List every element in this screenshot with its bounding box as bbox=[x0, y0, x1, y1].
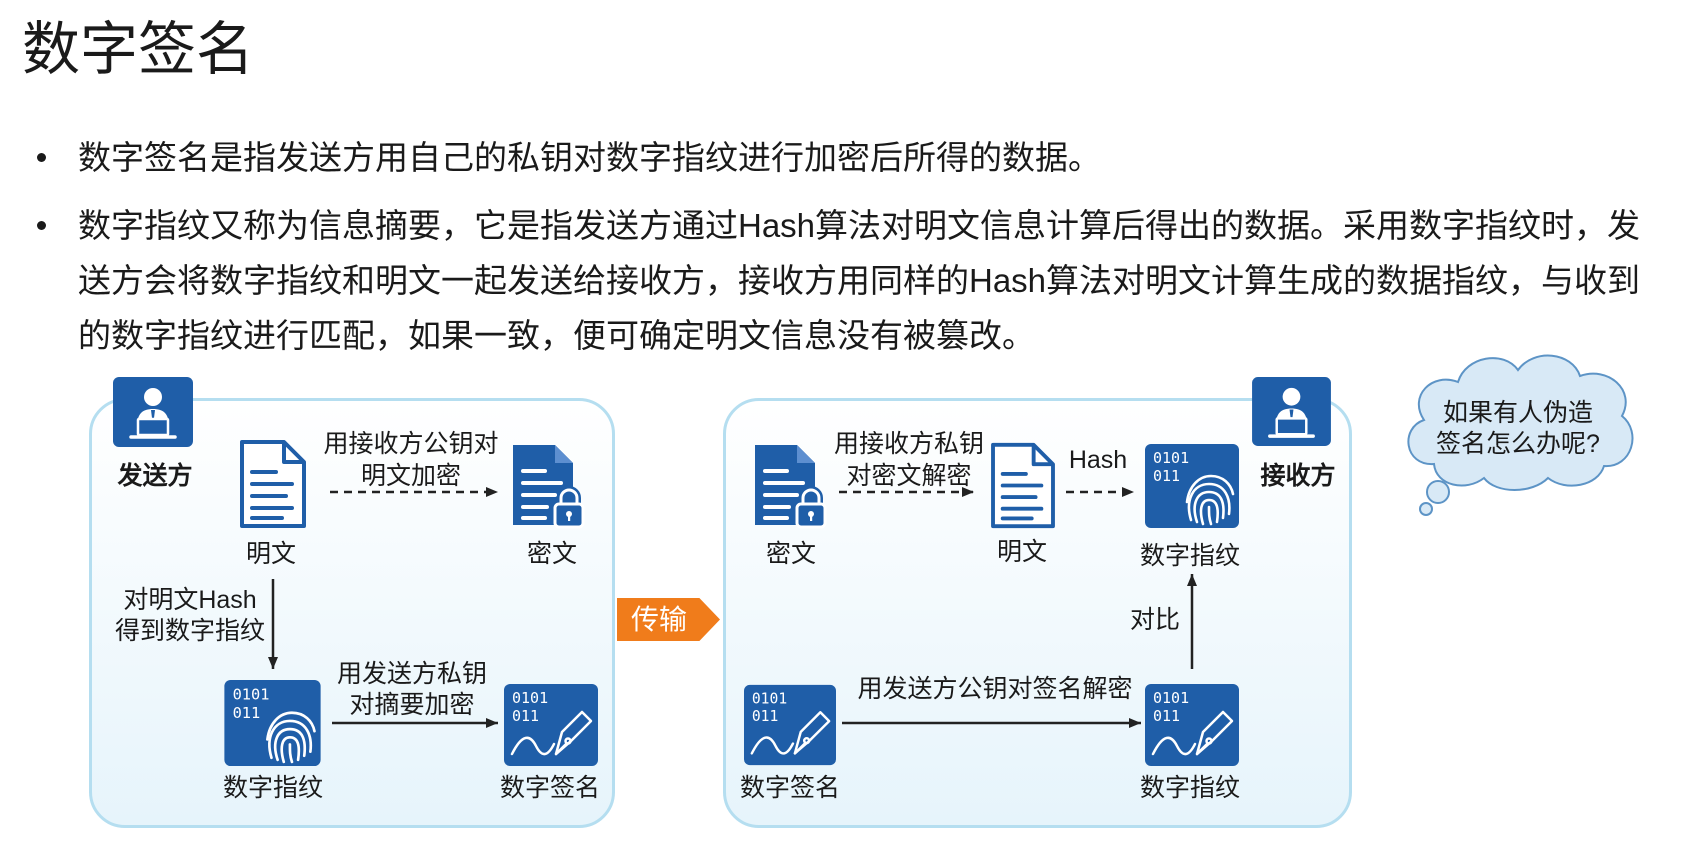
bits-line-2: 011 bbox=[233, 704, 261, 722]
receiver-fingerprint-top-label: 数字指纹 bbox=[1139, 542, 1240, 570]
bullet-marker bbox=[37, 153, 46, 162]
receiver-fingerprint-icon: 0101 011 bbox=[1145, 444, 1239, 528]
transfer-label: 传输 bbox=[630, 604, 687, 635]
cloud-text-line-2: 签名怎么办呢? bbox=[1436, 430, 1600, 458]
hash-note-line-2: 得到数字指纹 bbox=[114, 617, 265, 645]
bits-line-1: 0101 bbox=[752, 690, 787, 707]
decrypted-fingerprint-signature-icon: 0101 011 bbox=[1145, 684, 1239, 766]
receiver-signature-label: 数字签名 bbox=[739, 774, 840, 802]
sender-role-label: 发送方 bbox=[117, 462, 193, 490]
page-title: 数字签名 bbox=[22, 17, 255, 82]
bits-line-1: 0101 bbox=[233, 685, 270, 703]
compare-label: 对比 bbox=[1129, 606, 1180, 634]
bits-line-2: 011 bbox=[1153, 707, 1180, 725]
bullet-1-line-1: 数字签名是指发送方用自己的私钥对数字指纹进行加密后所得的数据。 bbox=[78, 139, 1101, 176]
decrypt-note-line-2: 对密文解密 bbox=[846, 462, 972, 490]
sender-plaintext-label: 明文 bbox=[245, 540, 296, 568]
receiver-plaintext-label: 明文 bbox=[996, 538, 1047, 566]
sign-note-line-1: 用发送方私钥 bbox=[336, 660, 487, 688]
receiver-role-label: 接收方 bbox=[1260, 462, 1336, 490]
hash-label: Hash bbox=[1068, 446, 1128, 474]
cloud-text-line-1: 如果有人伪造 bbox=[1442, 399, 1593, 427]
thought-cloud bbox=[1396, 346, 1640, 518]
bits-line-2: 011 bbox=[512, 707, 539, 725]
sender-user-icon bbox=[113, 377, 193, 447]
transfer-arrow: 传输 bbox=[617, 598, 720, 641]
ciphertext-locked-document-icon bbox=[509, 441, 590, 530]
encrypt-note-line-2: 明文加密 bbox=[360, 462, 461, 490]
receiver-ciphertext-label: 密文 bbox=[765, 540, 816, 568]
bits-line-1: 0101 bbox=[512, 689, 548, 707]
sender-fingerprint-icon: 0101 011 bbox=[224, 680, 321, 766]
bits-line-2: 011 bbox=[1153, 467, 1180, 485]
plaintext-document-icon bbox=[988, 441, 1058, 530]
verify-note: 用发送方公钥对签名解密 bbox=[857, 675, 1133, 703]
sender-signature-label: 数字签名 bbox=[499, 774, 600, 802]
receiver-user-icon bbox=[1252, 377, 1331, 446]
bullet-marker bbox=[37, 221, 46, 230]
decrypt-note-line-1: 用接收方私钥 bbox=[833, 430, 984, 458]
hash-note-line-1: 对明文Hash bbox=[123, 586, 257, 614]
plaintext-document-icon bbox=[238, 438, 308, 530]
sender-ciphertext-label: 密文 bbox=[526, 540, 577, 568]
ciphertext-locked-document-icon bbox=[750, 441, 833, 530]
sign-note-line-2: 对摘要加密 bbox=[349, 691, 475, 719]
bullet-2-line-3: 的数字指纹进行匹配，如果一致，便可确定明文信息没有被篡改。 bbox=[78, 317, 1035, 354]
bits-line-1: 0101 bbox=[1153, 449, 1189, 467]
received-signature-icon: 0101 011 bbox=[744, 684, 836, 766]
bullet-2-line-1: 数字指纹又称为信息摘要，它是指发送方通过Hash算法对明文信息计算后得出的数据。… bbox=[78, 207, 1641, 244]
sender-signature-icon: 0101 011 bbox=[504, 684, 598, 766]
bits-line-2: 011 bbox=[752, 708, 779, 725]
bullet-2-line-2: 送方会将数字指纹和明文一起发送给接收方，接收方用同样的Hash算法对明文计算生成… bbox=[78, 262, 1641, 299]
receiver-fingerprint-bottom-label: 数字指纹 bbox=[1139, 774, 1240, 802]
encrypt-note-line-1: 用接收方公钥对 bbox=[323, 430, 499, 458]
sender-fingerprint-label: 数字指纹 bbox=[222, 774, 323, 802]
bits-line-1: 0101 bbox=[1153, 689, 1189, 707]
